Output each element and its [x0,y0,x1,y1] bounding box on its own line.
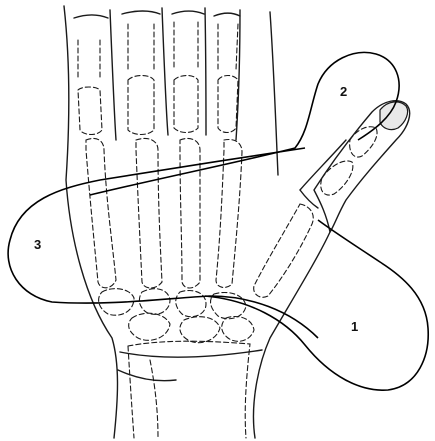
zone-3-label: 3 [34,237,41,252]
hand-outline [64,6,410,438]
zone-3-outline [8,148,318,338]
finger-bones [78,22,377,195]
zone-1-outline [205,220,428,390]
zone-1-label: 1 [351,319,358,334]
zone-2-label: 2 [340,84,347,99]
metacarpal-bones [86,138,313,297]
